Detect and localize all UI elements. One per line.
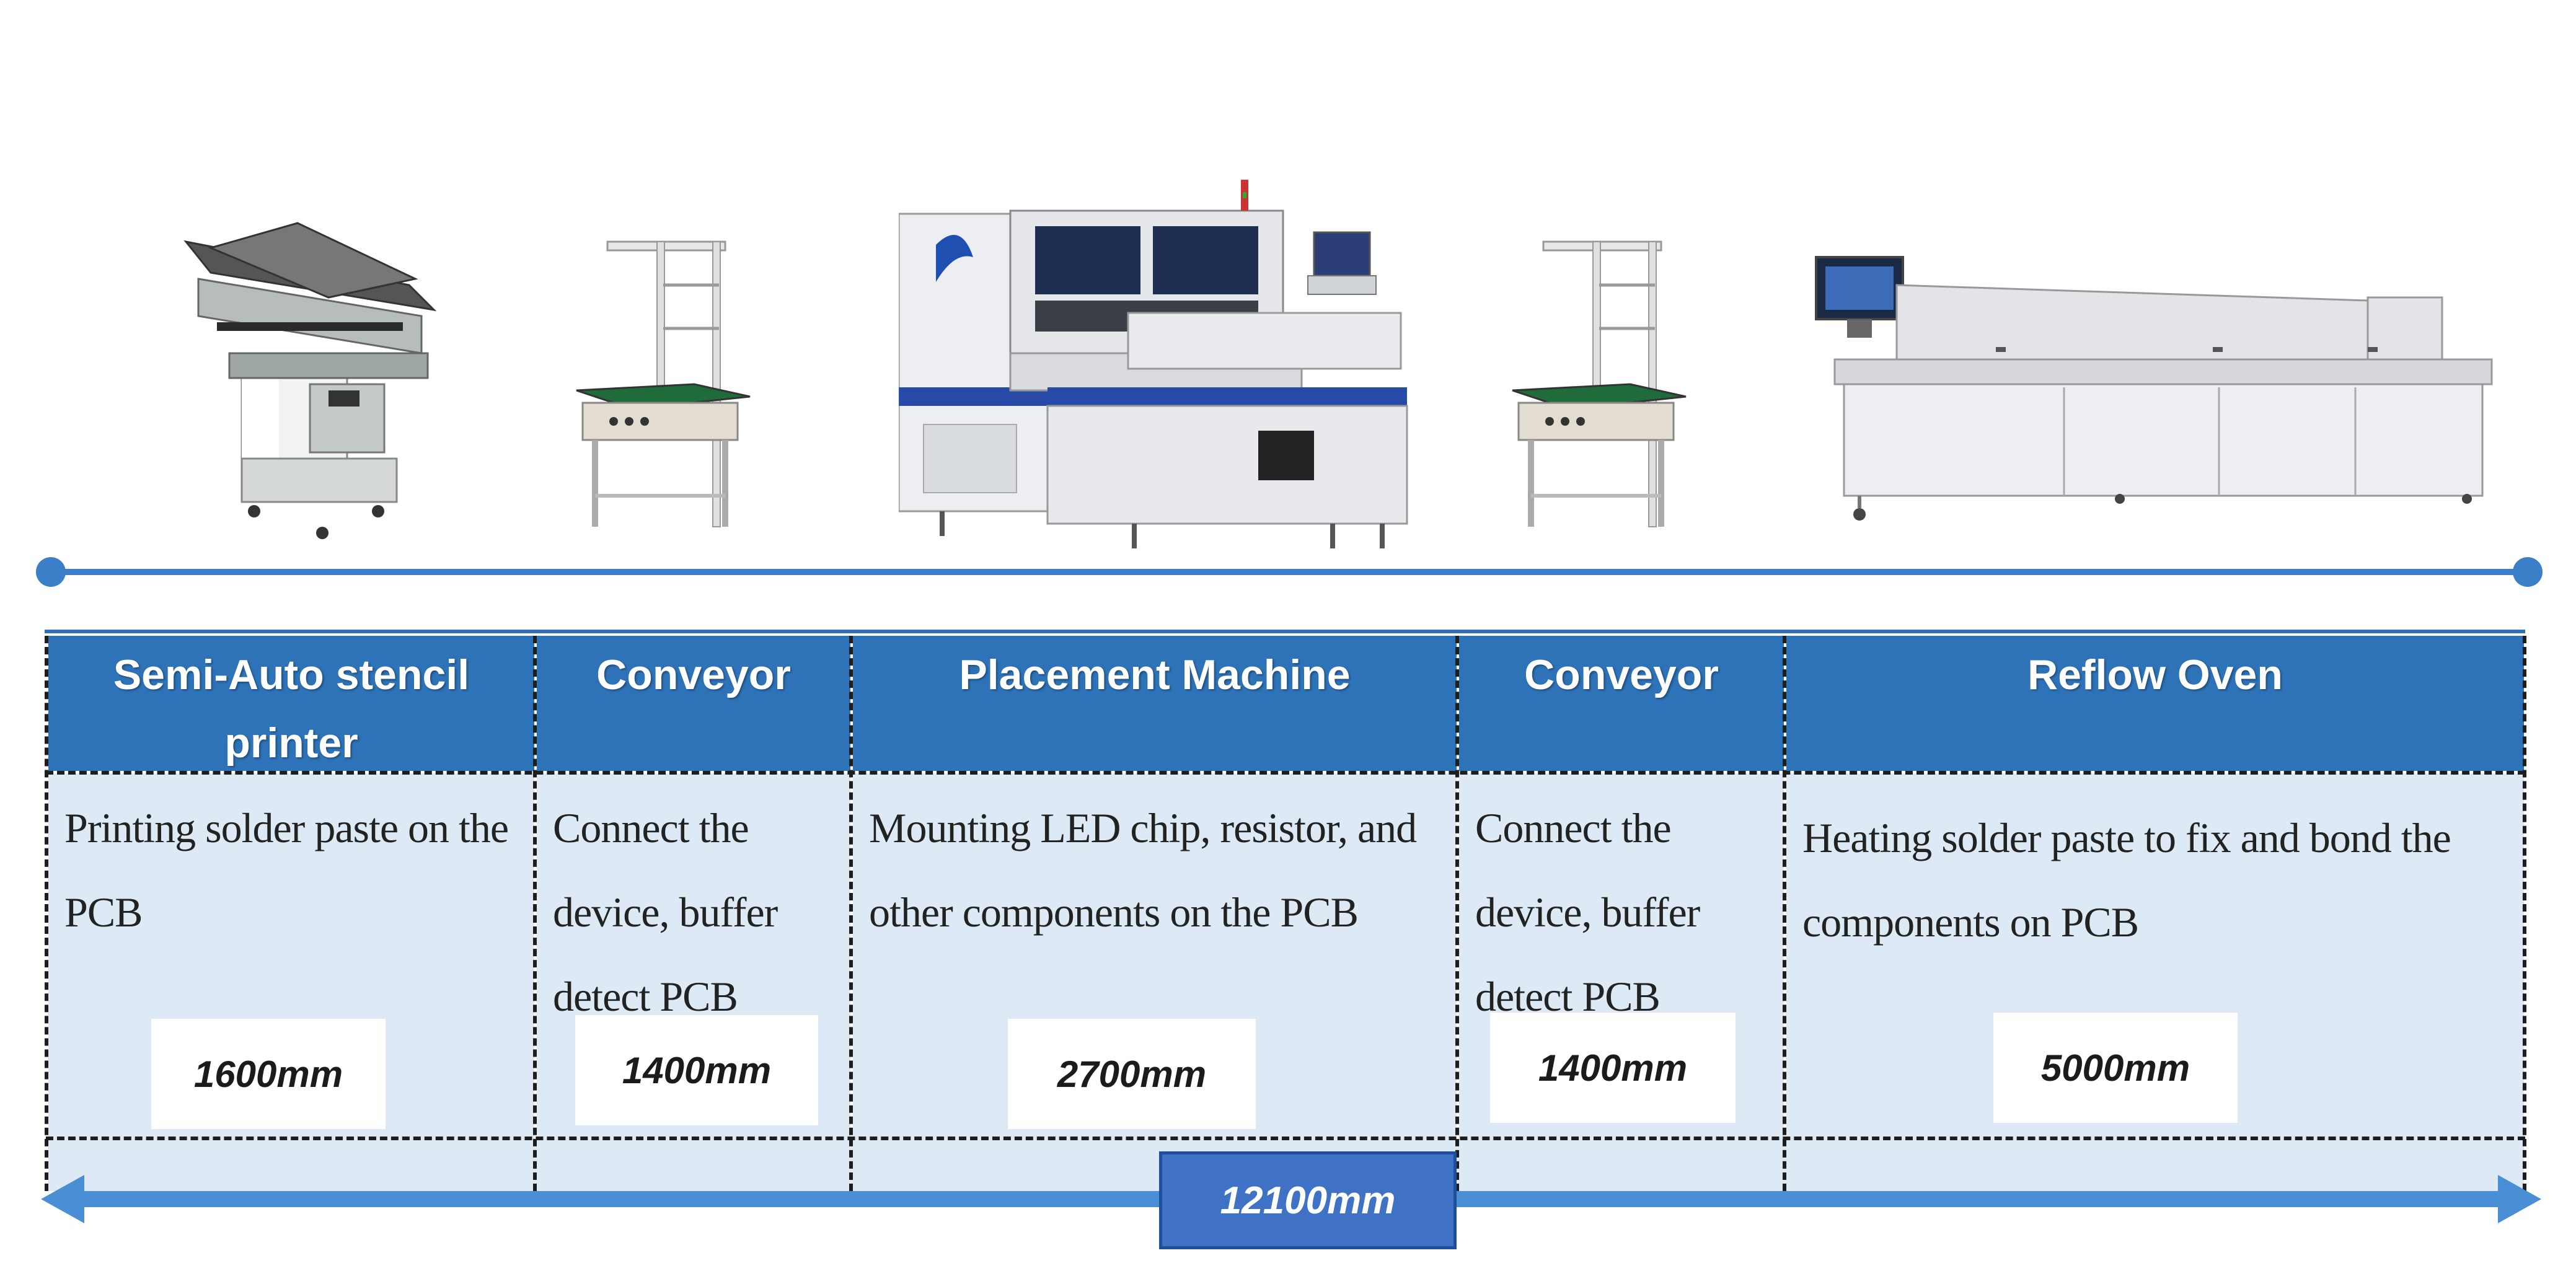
timeline-end-dot	[2513, 557, 2543, 587]
conveyor-image	[1512, 240, 1687, 527]
grid-line-horizontal	[46, 771, 2525, 775]
stage-length-box: 1400mm	[575, 1015, 818, 1125]
reflow-oven-image	[1815, 256, 2493, 521]
grid-line-vertical	[849, 636, 853, 1191]
arrow-left-head-icon	[41, 1175, 84, 1223]
stencil-printer-image	[183, 222, 437, 539]
stage-description: Printing solder paste on the PCB	[48, 773, 534, 1139]
stage-title: Placement Machine	[853, 636, 1457, 771]
grid-line-vertical	[2523, 636, 2526, 1191]
grid-line-vertical	[533, 636, 537, 1191]
stage-description: Heating solder paste to fix and bond the…	[1786, 773, 2524, 1139]
stage-length-box: 1600mm	[151, 1019, 386, 1129]
stage-length-box: 5000mm	[1993, 1013, 2238, 1123]
table-top-rule	[45, 630, 2525, 633]
timeline-line	[50, 569, 2529, 575]
stage-title: Conveyor	[537, 636, 850, 771]
total-length-box: 12100mm	[1159, 1151, 1457, 1249]
stage-title: Conveyor	[1459, 636, 1784, 771]
stage-length-box: 2700mm	[1008, 1019, 1256, 1129]
grid-line-vertical	[1783, 636, 1786, 1191]
stage-title: Reflow Oven	[1786, 636, 2524, 771]
grid-line-vertical	[45, 636, 48, 1191]
arrow-right-head-icon	[2498, 1175, 2541, 1223]
timeline-start-dot	[36, 557, 66, 587]
grid-line-horizontal	[46, 1137, 2525, 1140]
grid-line-vertical	[1455, 636, 1459, 1191]
stage-length-box: 1400mm	[1490, 1013, 1736, 1123]
stage-title: Semi-Auto stencil printer	[48, 636, 534, 771]
placement-machine-image	[899, 180, 1408, 548]
conveyor-image	[576, 240, 751, 527]
